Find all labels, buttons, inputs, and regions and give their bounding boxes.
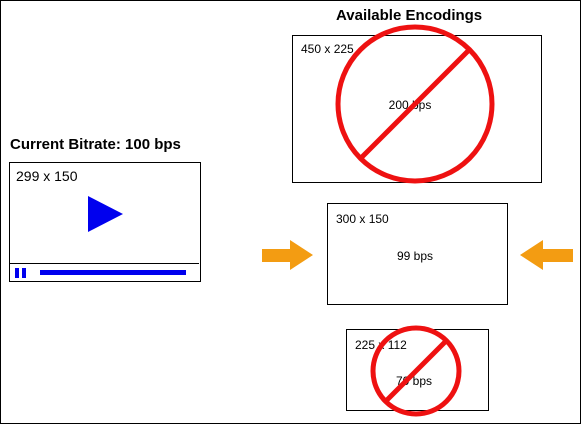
pause-icon-bar-right[interactable]: [22, 268, 26, 278]
encoding-option-450x225[interactable]: 450 x 225 200 bps: [292, 35, 542, 183]
play-icon[interactable]: [88, 196, 123, 232]
current-bitrate-title: Current Bitrate: 100 bps: [10, 136, 181, 153]
progress-bar[interactable]: [40, 270, 186, 275]
encoding-bitrate: 70 bps: [395, 374, 433, 388]
player-control-bar: [10, 263, 199, 281]
player-dimensions: 299 x 150: [16, 168, 78, 184]
encoding-bitrate: 99 bps: [396, 249, 434, 263]
available-encodings-title: Available Encodings: [336, 7, 483, 24]
encoding-dimensions: 300 x 150: [336, 212, 389, 226]
player-graphics: [15, 196, 186, 278]
encoding-dimensions: 450 x 225: [301, 42, 354, 56]
encoding-dimensions: 225 x 112: [355, 338, 407, 352]
encoding-bitrate: 200 bps: [388, 98, 432, 112]
video-player[interactable]: 299 x 150: [9, 162, 201, 282]
pause-icon-bar-left[interactable]: [15, 268, 19, 278]
encoding-option-300x150[interactable]: 300 x 150 99 bps: [327, 203, 508, 305]
encoding-option-225x112[interactable]: 225 x 112 70 bps: [346, 329, 489, 411]
